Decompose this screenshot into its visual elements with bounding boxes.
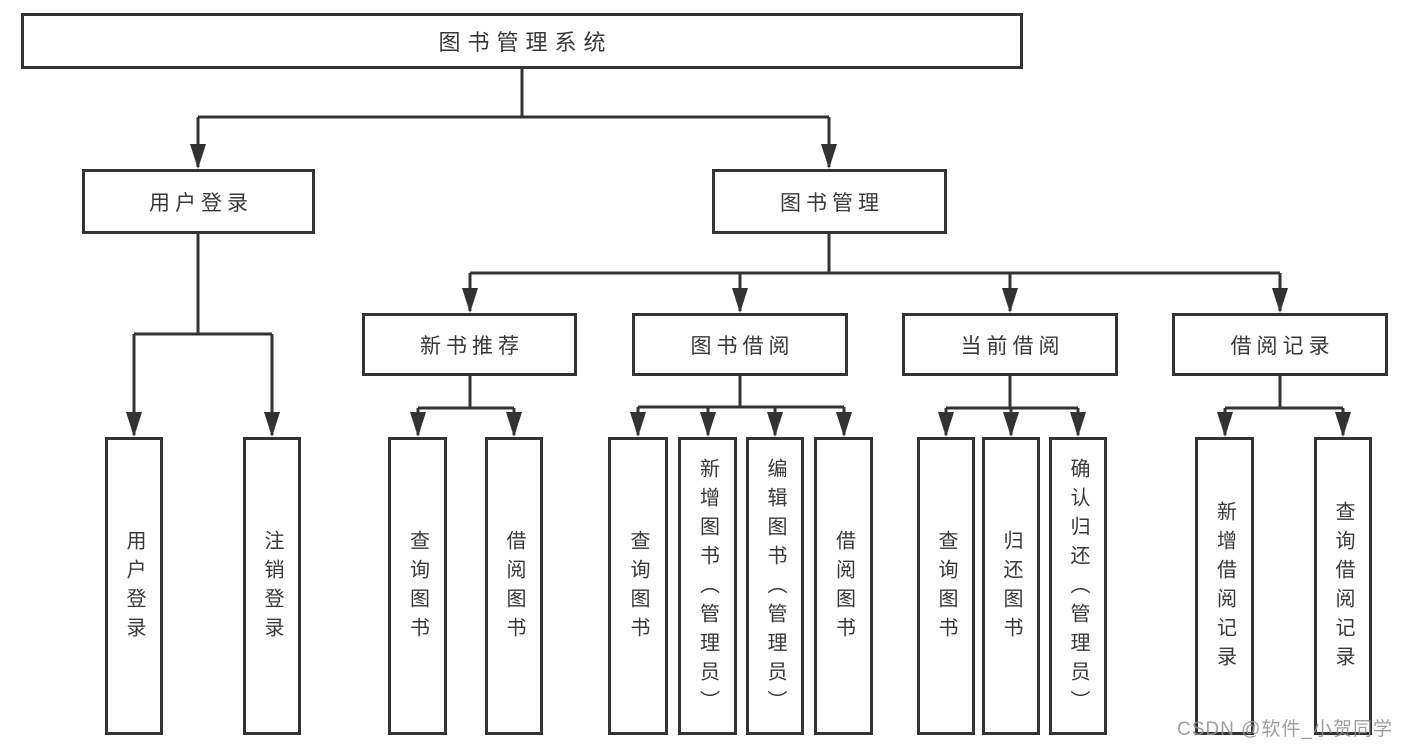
node-label: 编辑图书（管理员） — [764, 457, 786, 719]
leaf-query-books-bb: 查询图书 — [608, 437, 668, 735]
node-user-login: 用户登录 — [82, 169, 315, 234]
node-new-book-recommendation: 新书推荐 — [362, 313, 577, 376]
node-label: 借阅记录 — [1230, 334, 1335, 358]
leaf-edit-books-admin: 编辑图书（管理员） — [746, 437, 804, 735]
node-label: 查询借阅记录 — [1332, 501, 1354, 675]
leaf-add-books-admin: 新增图书（管理员） — [678, 437, 737, 735]
node-label: 图书借阅 — [690, 334, 795, 358]
leaf-logout: 注销登录 — [243, 437, 301, 735]
node-label: 查询图书 — [935, 530, 957, 646]
node-label: 借阅图书 — [503, 530, 525, 646]
leaf-borrow-books-nbr: 借阅图书 — [485, 437, 543, 735]
leaf-query-books-nbr: 查询图书 — [388, 437, 447, 735]
node-label: 注销登录 — [261, 530, 283, 646]
leaf-query-borrow-record: 查询借阅记录 — [1314, 437, 1372, 735]
node-label: 查询图书 — [406, 530, 429, 646]
node-library-management-system: 图书管理系统 — [21, 13, 1023, 69]
leaf-confirm-return-admin: 确认归还（管理员） — [1049, 437, 1107, 735]
node-label: 归还图书 — [1000, 530, 1022, 646]
leaf-return-books: 归还图书 — [982, 437, 1040, 735]
node-label: 新增借阅记录 — [1213, 501, 1236, 675]
leaf-borrow-books-bb: 借阅图书 — [814, 437, 873, 735]
node-label: 图书管理 — [780, 191, 884, 215]
node-label: 借阅图书 — [832, 530, 855, 646]
node-label: 新书推荐 — [420, 334, 524, 358]
leaf-query-books-cb: 查询图书 — [917, 437, 975, 735]
node-current-borrowing: 当前借阅 — [902, 313, 1118, 376]
node-label: 用户登录 — [123, 530, 145, 646]
node-book-borrowing: 图书借阅 — [632, 313, 848, 376]
node-label: 新增图书（管理员） — [696, 457, 719, 719]
node-borrowing-records: 借阅记录 — [1172, 313, 1388, 376]
leaf-user-login: 用户登录 — [105, 437, 163, 735]
node-label: 当前借阅 — [960, 334, 1065, 358]
leaf-add-borrow-record: 新增借阅记录 — [1195, 437, 1254, 735]
node-label: 查询图书 — [627, 530, 649, 646]
node-label: 确认归还（管理员） — [1067, 457, 1089, 719]
node-label: 图书管理系统 — [438, 30, 613, 55]
node-book-management: 图书管理 — [712, 169, 947, 234]
node-label: 用户登录 — [149, 191, 253, 215]
